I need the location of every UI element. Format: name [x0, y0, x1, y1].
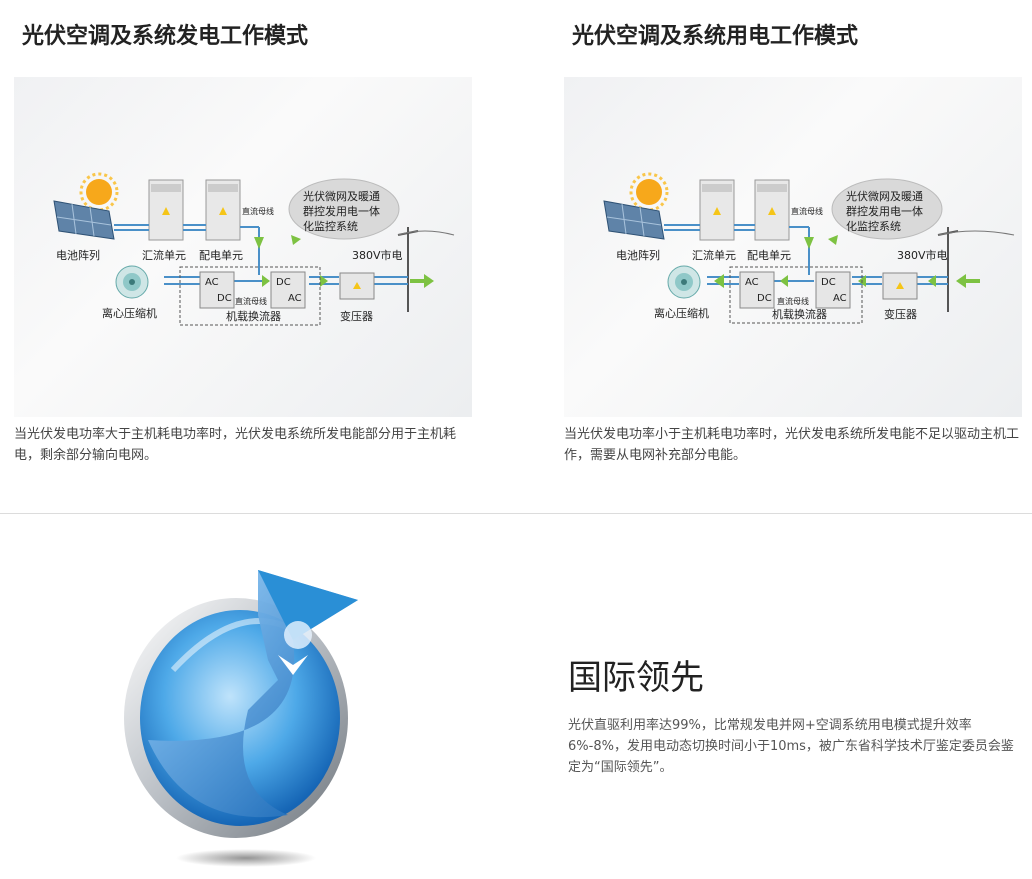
- svg-text:AC: AC: [288, 293, 302, 304]
- converter-label: 机载换流器: [772, 307, 827, 321]
- section-consumption-mode: 光伏空调及系统用电工作模式 电池阵列 汇流单元: [564, 0, 1032, 463]
- distribution-cabinet-icon: [205, 179, 241, 241]
- converter-label: 机载换流器: [226, 309, 281, 323]
- svg-text:AC: AC: [205, 277, 219, 288]
- section-generation-mode: 光伏空调及系统发电工作模式 电池阵列 汇流单元: [14, 0, 484, 463]
- monitor-bubble: 光伏微网及暖通 群控发用电一体 化监控系统: [831, 178, 943, 240]
- svg-text:AC: AC: [833, 293, 847, 304]
- svg-text:DC: DC: [276, 277, 291, 288]
- flow-arrows: [714, 235, 980, 288]
- compressor-icon: [115, 265, 149, 299]
- diagram-svg: 电池阵列 汇流单元 配电单元 直流母线 光伏微网及暖通 群控发用电一体 化监控系…: [603, 172, 1015, 324]
- feature-text: 光伏直驱利用率达99%，比常规发电并网+空调系统用电模式提升效率6%-8%，发用…: [568, 718, 1014, 775]
- combiner-cabinet-icon: [148, 179, 184, 241]
- svg-text:DC: DC: [217, 293, 232, 304]
- feature-title: 国际领先: [568, 658, 704, 698]
- converter-boundary: [179, 266, 321, 326]
- converter-boundary: [729, 266, 863, 324]
- grid-label: 380V市电: [897, 248, 948, 262]
- sun-icon: [629, 172, 669, 212]
- transformer-icon: [882, 272, 918, 300]
- section-divider: [0, 513, 1032, 514]
- svg-text:群控发用电一体: 群控发用电一体: [303, 204, 380, 218]
- power-lines: [664, 224, 948, 285]
- diagram-svg: 电池阵列 汇流单元 配电单元 直流母线 光伏微网及暖通 群控发用电一体 化监控系…: [53, 172, 455, 326]
- combiner-label: 汇流单元: [692, 248, 736, 262]
- distribution-label: 配电单元: [747, 249, 791, 262]
- solar-panel-icon: [603, 200, 665, 240]
- transformer-label: 变压器: [340, 309, 373, 323]
- dc-ac-module: DC AC: [815, 271, 851, 309]
- dc-bus-mid-label: 直流母线: [777, 296, 809, 306]
- section-title: 光伏空调及系统发电工作模式: [22, 24, 309, 49]
- ac-dc-module: AC DC: [199, 271, 235, 309]
- panel-label: 电池阵列: [616, 248, 660, 262]
- svg-text:DC: DC: [757, 293, 772, 304]
- dc-ac-module: DC AC: [270, 271, 306, 309]
- compressor-icon: [667, 265, 701, 299]
- combiner-label: 汇流单元: [142, 248, 186, 262]
- generation-mode-diagram: 电池阵列 汇流单元 配电单元 直流母线 光伏微网及暖通 群控发用电一体 化监控系…: [14, 77, 472, 417]
- distribution-cabinet-icon: [754, 179, 790, 241]
- compressor-label: 离心压缩机: [102, 306, 157, 320]
- section-title: 光伏空调及系统用电工作模式: [572, 24, 859, 49]
- panel-label: 电池阵列: [56, 248, 100, 262]
- power-pole-icon: [397, 227, 455, 312]
- leading-logo-icon: [118, 560, 378, 870]
- distribution-label: 配电单元: [199, 249, 243, 262]
- svg-text:DC: DC: [821, 277, 836, 288]
- dc-bus-top-label: 直流母线: [791, 206, 823, 216]
- dc-bus-mid-label: 直流母线: [235, 296, 267, 306]
- section-caption: 当光伏发电功率大于主机耗电功率时，光伏发电系统所发电能部分用于主机耗电，剩余部分…: [14, 427, 457, 463]
- svg-text:光伏微网及暖通: 光伏微网及暖通: [303, 189, 380, 203]
- feature-block: 国际领先 光伏直驱利用率达99%，比常规发电并网+空调系统用电模式提升效率6%-…: [568, 653, 1023, 778]
- grid-label: 380V市电: [352, 248, 403, 262]
- combiner-cabinet-icon: [699, 179, 735, 241]
- svg-text:AC: AC: [745, 277, 759, 288]
- svg-text:化监控系统: 化监控系统: [846, 219, 901, 233]
- solar-panel-icon: [53, 200, 115, 240]
- compressor-label: 离心压缩机: [654, 306, 709, 320]
- section-caption: 当光伏发电功率小于主机耗电功率时，光伏发电系统所发电能不足以驱动主机工作，需要从…: [564, 427, 1020, 463]
- svg-text:光伏微网及暖通: 光伏微网及暖通: [846, 189, 923, 203]
- transformer-icon: [339, 272, 375, 300]
- consumption-mode-diagram: 电池阵列 汇流单元 配电单元 直流母线 光伏微网及暖通 群控发用电一体 化监控系…: [564, 77, 1022, 417]
- transformer-label: 变压器: [884, 307, 917, 321]
- svg-text:群控发用电一体: 群控发用电一体: [846, 204, 923, 218]
- dc-bus-top-label: 直流母线: [242, 206, 274, 216]
- ac-dc-module: AC DC: [739, 271, 775, 309]
- sun-icon: [79, 172, 119, 212]
- monitor-bubble: 光伏微网及暖通 群控发用电一体 化监控系统: [288, 178, 400, 240]
- flow-arrows: [224, 235, 434, 288]
- svg-text:化监控系统: 化监控系统: [303, 219, 358, 233]
- power-pole-icon: [937, 227, 1015, 312]
